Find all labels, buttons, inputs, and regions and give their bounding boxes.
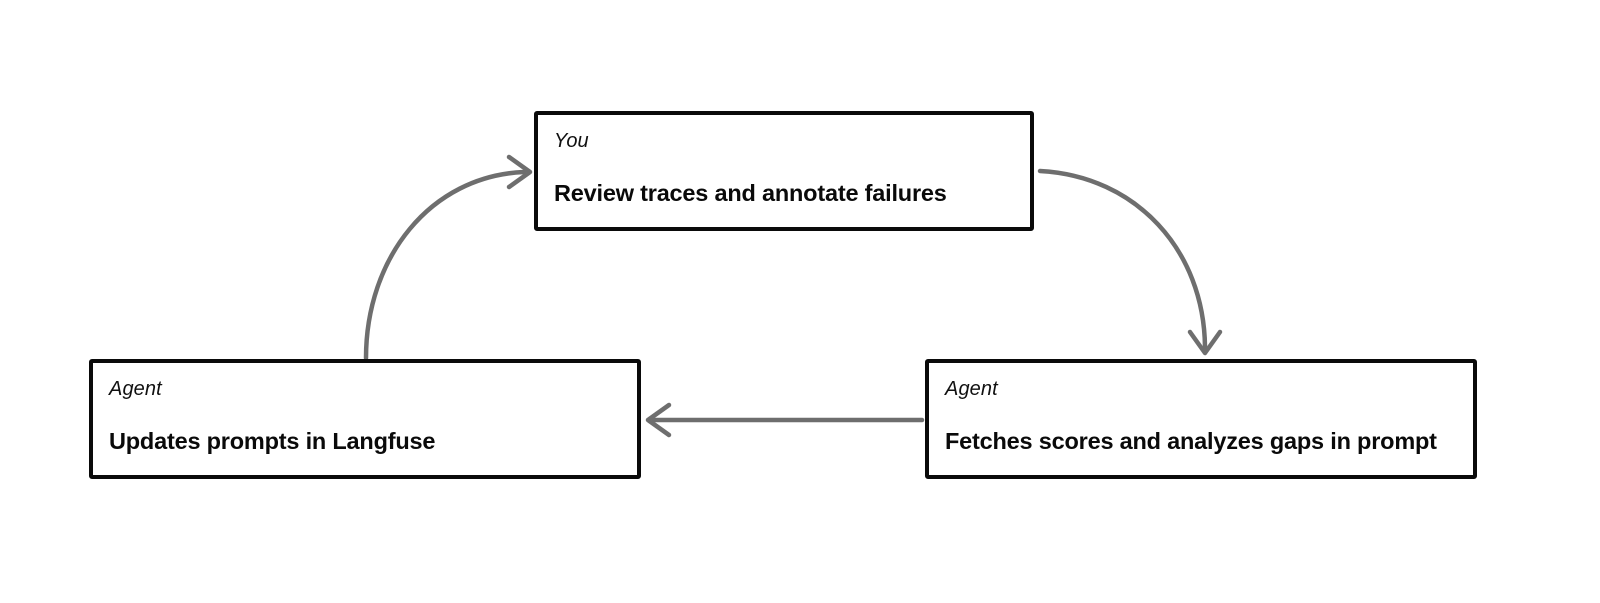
edge-right-to-left-arrowhead bbox=[645, 402, 672, 438]
node-agent-updates-prompts[interactable]: Agent Updates prompts in Langfuse bbox=[89, 359, 641, 479]
edge-right-to-left bbox=[645, 402, 925, 438]
edge-top-to-right bbox=[1037, 168, 1223, 356]
node-title-label: Review traces and annotate failures bbox=[554, 180, 947, 206]
edge-left-to-top-arrowhead bbox=[506, 154, 533, 190]
node-title-label: Updates prompts in Langfuse bbox=[109, 428, 436, 454]
edge-top-to-right-line bbox=[1037, 168, 1208, 350]
node-role-label: Agent bbox=[109, 378, 162, 400]
edge-top-to-right-arrowhead bbox=[1187, 329, 1223, 356]
node-agent-fetches-scores[interactable]: Agent Fetches scores and analyzes gaps i… bbox=[925, 359, 1477, 479]
node-you-review[interactable]: You Review traces and annotate failures bbox=[534, 111, 1034, 231]
edge-left-to-top-line bbox=[363, 169, 527, 361]
node-role-label: Agent bbox=[945, 378, 998, 400]
node-title-label: Fetches scores and analyzes gaps in prom… bbox=[945, 428, 1437, 454]
edge-left-to-top bbox=[363, 154, 533, 361]
node-role-label: You bbox=[554, 130, 589, 152]
